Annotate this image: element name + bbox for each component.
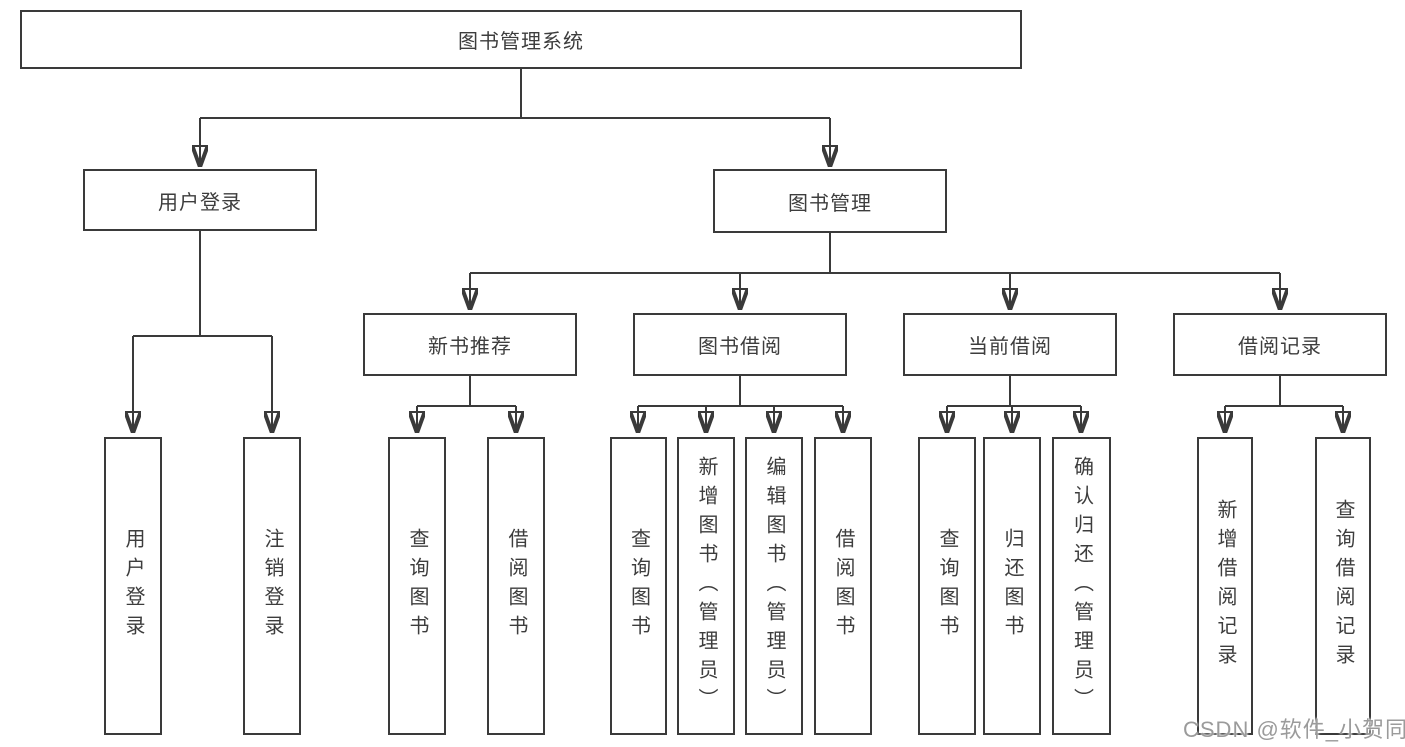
- leaf-logout: 注销登录: [243, 437, 301, 735]
- node-borrow-records: 借阅记录: [1173, 313, 1387, 376]
- node-current-borrow: 当前借阅: [903, 313, 1117, 376]
- leaf-nbr-borrow-books: 借阅图书: [487, 437, 545, 735]
- leaf-user-login-label: 用户登录: [122, 528, 144, 644]
- leaf-cb-return-books-label: 归还图书: [1001, 528, 1023, 644]
- leaf-user-login: 用户登录: [104, 437, 162, 735]
- leaf-bb-add-books-admin: 新增图书（管理员）: [677, 437, 735, 735]
- leaf-cb-confirm-return-admin: 确认归还（管理员）: [1052, 437, 1111, 735]
- node-new-book-recommend: 新书推荐: [363, 313, 577, 376]
- node-book-borrow: 图书借阅: [633, 313, 847, 376]
- leaf-logout-label: 注销登录: [261, 528, 283, 644]
- node-root: 图书管理系统: [20, 10, 1022, 69]
- watermark: CSDN @软件_小贺同学: [1183, 717, 1405, 742]
- leaf-bb-add-books-admin-label: 新增图书（管理员）: [695, 455, 717, 717]
- leaf-cb-confirm-return-admin-label: 确认归还（管理员）: [1070, 455, 1093, 717]
- leaf-bb-borrow-books-label: 借阅图书: [832, 528, 854, 644]
- leaf-bb-query-books: 查询图书: [610, 437, 667, 735]
- leaf-cb-return-books: 归还图书: [983, 437, 1041, 735]
- leaf-nbr-borrow-books-label: 借阅图书: [505, 528, 527, 644]
- leaf-bb-borrow-books: 借阅图书: [814, 437, 872, 735]
- leaf-bb-query-books-label: 查询图书: [627, 528, 650, 644]
- leaf-br-add-record: 新增借阅记录: [1197, 437, 1253, 735]
- leaf-br-query-record-label: 查询借阅记录: [1332, 499, 1354, 673]
- leaf-bb-edit-books-admin: 编辑图书（管理员）: [745, 437, 803, 735]
- node-user-login: 用户登录: [83, 169, 317, 231]
- leaf-bb-edit-books-admin-label: 编辑图书（管理员）: [763, 455, 785, 717]
- leaf-nbr-query-books-label: 查询图书: [406, 528, 428, 644]
- leaf-nbr-query-books: 查询图书: [388, 437, 446, 735]
- leaf-cb-query-books: 查询图书: [918, 437, 976, 735]
- node-book-management: 图书管理: [713, 169, 947, 233]
- leaf-br-query-record: 查询借阅记录: [1315, 437, 1371, 735]
- leaf-cb-query-books-label: 查询图书: [936, 528, 958, 644]
- leaf-br-add-record-label: 新增借阅记录: [1214, 499, 1236, 673]
